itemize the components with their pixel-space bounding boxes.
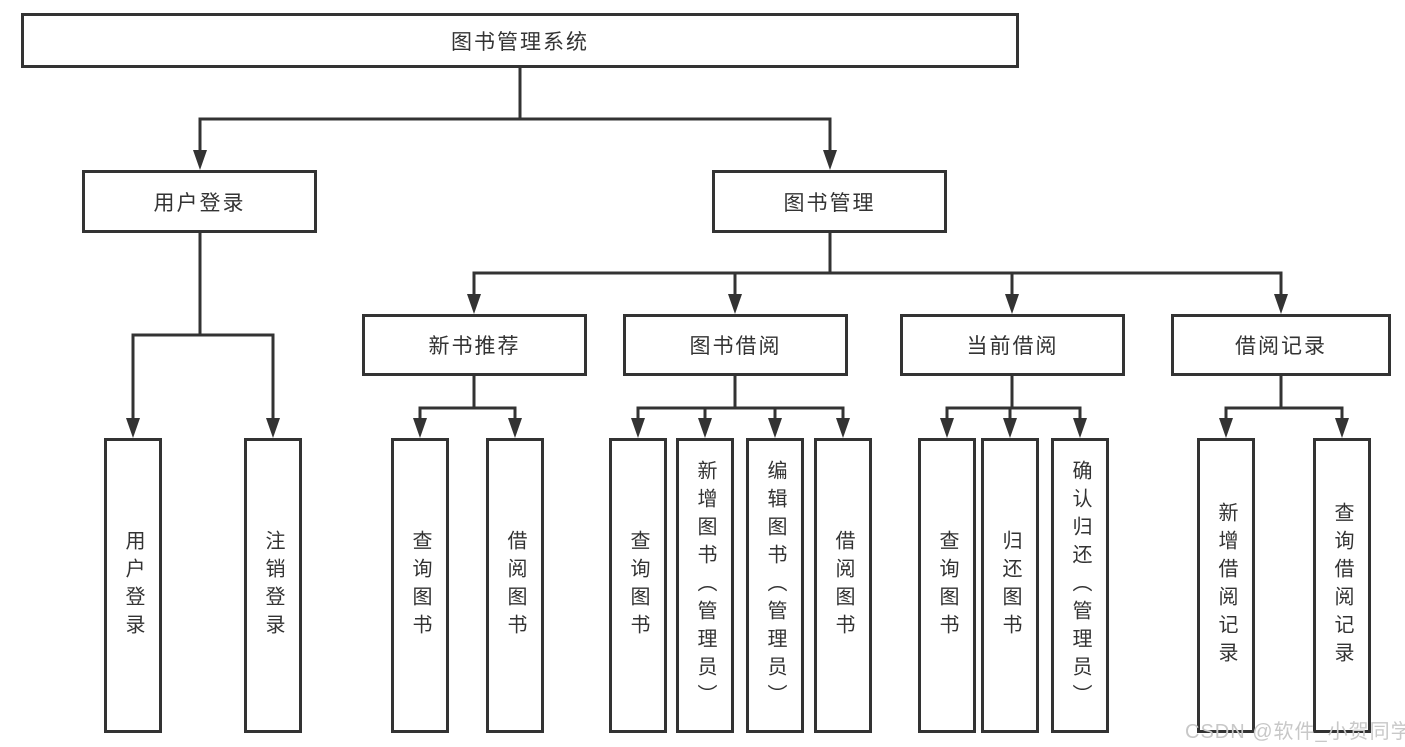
leaf-query-books-3: 查询图书 [918,438,976,733]
leaf-query-books-2: 查询图书 [609,438,667,733]
leaf-borrow-books-1: 借阅图书 [486,438,544,733]
node-current-borrowing: 当前借阅 [900,314,1125,376]
node-new-book-recommend: 新书推荐 [362,314,587,376]
node-user-login: 用户登录 [82,170,317,233]
leaf-query-borrow-record: 查询借阅记录 [1313,438,1371,733]
leaf-query-books-1: 查询图书 [391,438,449,733]
node-borrowing-records: 借阅记录 [1171,314,1391,376]
node-book-management: 图书管理 [712,170,947,233]
leaf-logout-login: 注销登录 [244,438,302,733]
leaf-add-book-admin: 新增图书（管理员） [676,438,734,733]
leaf-add-borrow-record: 新增借阅记录 [1197,438,1255,733]
leaf-user-login: 用户登录 [104,438,162,733]
node-library-management-system: 图书管理系统 [21,13,1019,68]
csdn-watermark: CSDN @软件_小贺同学 [1185,721,1405,743]
leaf-confirm-return-admin: 确认归还（管理员） [1051,438,1109,733]
leaf-borrow-books-2: 借阅图书 [814,438,872,733]
leaf-edit-book-admin: 编辑图书（管理员） [746,438,804,733]
node-book-borrowing: 图书借阅 [623,314,848,376]
leaf-return-books: 归还图书 [981,438,1039,733]
arrowheads [126,150,1349,438]
